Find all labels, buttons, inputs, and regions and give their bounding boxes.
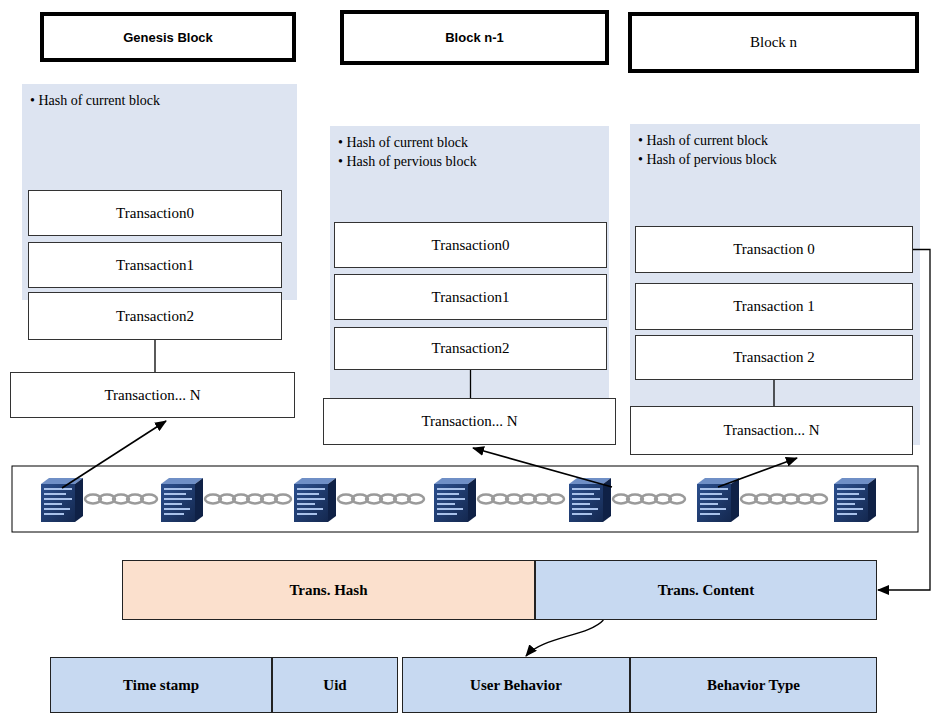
box-label: Transaction0 — [432, 237, 510, 254]
box-label: Transaction... N — [723, 422, 819, 439]
block-header: Genesis Block — [40, 12, 296, 62]
box-label: Block n-1 — [445, 30, 504, 45]
box-label: User Behavior — [470, 677, 562, 694]
record-field: Time stamp — [50, 657, 272, 713]
block-panel: • Hash of current block• Hash of perviou… — [330, 126, 609, 420]
transaction-box: Transaction2 — [28, 292, 282, 340]
transaction-box: Transaction 0 — [635, 226, 913, 273]
connector — [470, 370, 471, 398]
connector — [773, 380, 774, 406]
server-icon — [161, 478, 203, 522]
hash-bullet: • Hash of current block — [338, 134, 601, 153]
pointer-arrow — [718, 458, 797, 487]
pointer-arrow — [62, 421, 166, 488]
box-label: Transaction 2 — [733, 349, 815, 366]
hash-bullet: • Hash of pervious block — [338, 153, 601, 172]
transaction-box: Transaction... N — [10, 372, 295, 418]
box-label: Block n — [750, 34, 797, 51]
box-label: Transaction... N — [421, 413, 517, 430]
box-label: Genesis Block — [123, 30, 213, 45]
box-label: Transaction1 — [116, 257, 194, 274]
box-label: Trans. Hash — [289, 582, 367, 599]
server-icon — [41, 478, 83, 522]
box-label: Transaction 0 — [733, 241, 815, 258]
transaction-box: Transaction2 — [334, 327, 607, 370]
server-icon — [697, 478, 739, 522]
panel-fill — [22, 84, 297, 300]
box-label: Uid — [323, 677, 346, 694]
transaction-box: Transaction 1 — [635, 283, 913, 330]
transaction-box: Transaction... N — [630, 406, 913, 455]
server-icon — [294, 478, 336, 522]
block-header: Block n — [628, 12, 919, 73]
record-field: Uid — [272, 657, 398, 713]
panel-fill — [330, 126, 609, 420]
connector — [526, 620, 603, 656]
transaction-box: Transaction 2 — [635, 335, 913, 380]
server-icons — [41, 478, 876, 522]
transaction-box: Transaction0 — [28, 190, 282, 236]
server-icon — [834, 478, 876, 522]
hash-bullet: • Hash of current block — [638, 132, 912, 151]
box-label: Transaction2 — [432, 340, 510, 357]
box-label: Trans. Content — [658, 582, 754, 599]
block-header: Block n-1 — [340, 10, 609, 65]
hash-field: Trans. Hash — [122, 560, 535, 620]
chain-link — [669, 495, 685, 504]
transaction-box: Transaction0 — [334, 222, 607, 268]
transaction-box: Transaction1 — [28, 242, 282, 288]
box-label: Time stamp — [123, 677, 199, 694]
box-label: Transaction... N — [104, 387, 200, 404]
transaction-box: Transaction1 — [334, 274, 607, 320]
connector — [154, 340, 155, 372]
box-label: Transaction2 — [116, 308, 194, 325]
pointer-arrow — [473, 448, 612, 487]
server-icon — [434, 478, 476, 522]
chain-link — [548, 495, 564, 504]
chain-link — [275, 495, 291, 504]
content-field: Trans. Content — [535, 560, 877, 620]
chain-band — [12, 466, 918, 532]
box-label: Behavior Type — [707, 677, 800, 694]
panel-fill — [630, 124, 920, 445]
record-field: Behavior Type — [630, 657, 877, 713]
transaction-box: Transaction... N — [323, 398, 616, 445]
panel-fills — [22, 84, 920, 445]
box-label: Transaction 1 — [733, 298, 815, 315]
box-label: Transaction0 — [116, 205, 194, 222]
hash-bullet: • Hash of current block — [30, 92, 289, 111]
hash-bullet: • Hash of pervious block — [638, 151, 912, 170]
chain-link — [811, 495, 827, 504]
box-label: Transaction1 — [432, 289, 510, 306]
record-field: User Behavior — [402, 657, 630, 713]
chain-link — [408, 495, 424, 504]
chain-link — [141, 495, 157, 504]
